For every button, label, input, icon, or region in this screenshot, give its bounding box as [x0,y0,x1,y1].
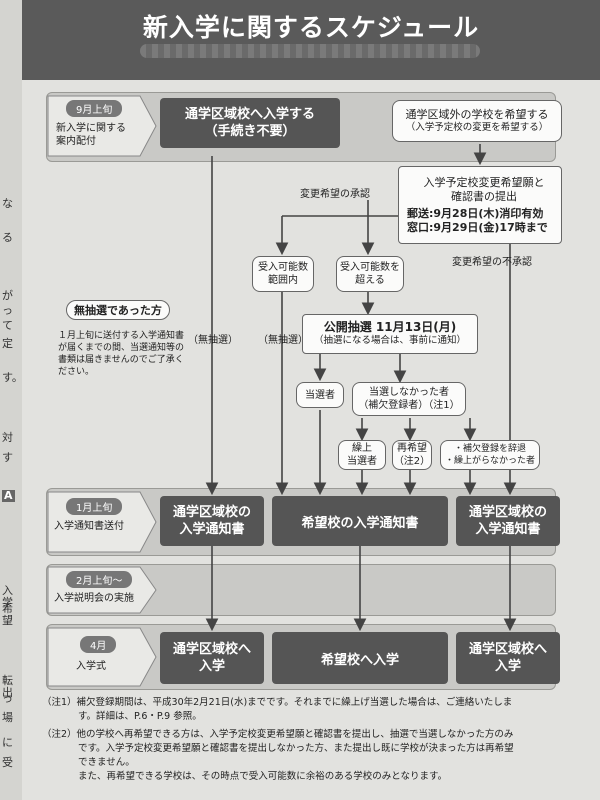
footnote-line: できません。 [78,757,135,768]
timeline-desc-february: 入学説明会の実施 [54,593,134,604]
box-text: 入学 [198,659,225,674]
box-text: 受入可能数 [258,262,308,273]
page-title: 新入学に関するスケジュール [142,13,480,42]
loser-box: 当選しなかった者 （補欠登録者）（注1） [352,382,466,416]
disapprove-label: 変更希望の不承認 [452,257,532,268]
margin-char: す [2,451,13,464]
note-line: １月上旬に送付する入学通知書 [58,331,185,341]
submission-box: 入学予定校変更希望願と 確認書の提出 郵送:9月28日(木)消印有効 窓口:9月… [398,166,562,244]
margin-char: っ [2,304,13,317]
declined-box: ・補欠登録を辞退 ・繰上がらなかった者 [440,440,540,470]
footnote-line: す。詳細は、P.6・P.9 参照。 [78,711,202,722]
timeline-tag-february: 2月上旬〜 [66,571,133,588]
box-text: 通学区域外の学校を希望する [405,108,549,121]
no-lottery-label-2: （無抽選） [258,335,308,346]
margin-char: 希望 [2,602,13,627]
timeline-desc-september: 新入学に関する 案内配付 [56,122,126,148]
enter-district-left: 通学区域校へ 入学 [160,632,264,684]
exceed-capacity-box: 受入可能数を 超える [336,256,404,292]
margin-char: る [2,231,13,244]
box-text: （補欠登録者）（注1） [358,400,460,411]
box-text: 受入可能数を [340,262,400,273]
footnote-1: （注1）補欠登録期間は、平成30年2月21日(水)までです。それまでに繰上げ当選… [42,696,594,724]
box-text: 超える [355,275,385,286]
rehope-box: 再希望 （注2） [392,440,432,470]
footnote-2: （注2）他の学校へ再希望できる方は、入学予定校変更希望願と確認書を提出し、抽選で… [42,728,594,784]
note-line: 書類は届きませんのでご了承く [58,355,184,365]
box-text: 通学区域校へ入学する [184,107,315,122]
box-text: 通学区域校へ [172,642,251,657]
box-text: 当選しなかった者 [369,387,449,398]
timeline-desc-line: 新入学に関する [56,123,126,134]
timeline-tag-april: 4月 [80,636,117,653]
margin-char: す。 [2,371,23,384]
no-lottery-label-1: （無抽選） [188,335,238,346]
hope-school-notice: 希望校の入学通知書 [272,496,448,546]
margin-char: 定 [2,337,13,350]
box-text: 確認書の提出 [451,189,517,203]
enter-district-right: 通学区域校へ 入学 [456,632,560,684]
move-up-winner-box: 繰上 当選者 [338,440,386,470]
footnote-line: です。入学予定校変更希望願と確認書を提出しなかった方、また提出し既に学校が決まっ… [78,743,514,754]
margin-char: な [2,197,13,210]
box-text: ・補欠登録を辞退 [453,444,526,454]
margin-char: っ [2,692,13,705]
counter-deadline: 窓口:9月29日(金)17時まで [407,220,548,234]
pencil-decoration [140,44,480,58]
margin-char: 対 [2,431,13,444]
no-lottery-note-body: １月上旬に送付する入学通知書 が届くまでの間、当選通知等の 書類は届きませんので… [58,330,188,378]
margin-char: 場 [2,711,13,724]
winner-box: 当選者 [296,382,344,408]
header-band [22,0,600,80]
box-text: 入学予定校変更希望願と [423,175,545,189]
box-text: 入学 [494,659,521,674]
margin-char: A [2,489,15,502]
margin-char: 転出 [2,674,13,699]
margin-char: に [2,736,13,749]
box-text: 繰上 [352,443,372,454]
note-line: が届くまでの間、当選通知等の [58,343,185,353]
box-text: （手続き不要） [204,124,296,139]
timeline-desc-line: 案内配付 [56,136,96,147]
enter-hope-school: 希望校へ入学 [272,632,448,684]
margin-char: 受 [2,756,13,769]
note-line: ださい。 [58,367,95,377]
lottery-box: 公開抽選 11月13日(月) （抽選になる場合は、事前に通知） [302,314,478,354]
box-text: 通学区域校へ [468,642,547,657]
footnote-line: また、再希望できる学校は、その時点で受入可能数に余裕のある学校のみとなります。 [78,771,448,782]
district-notice-left: 通学区域校の 入学通知書 [160,496,264,546]
out-district-box: 通学区域外の学校を希望する （入学予定校の変更を希望する） [392,100,562,142]
box-text: 通学区域校の [172,505,251,520]
timeline-tag-september: 9月上旬 [66,100,123,117]
within-capacity-box: 受入可能数 範囲内 [252,256,314,292]
box-text: 再希望 [397,443,427,454]
box-text: （入学予定校の変更を希望する） [405,122,549,133]
lottery-date: 公開抽選 11月13日(月) [323,320,457,334]
box-text: ・繰上がらなかった者 [444,456,535,466]
mail-deadline: 郵送:9月28日(木)消印有効 [407,206,544,220]
box-text: （抽選になる場合は、事前に通知） [313,335,466,346]
footnote-line: （注1）補欠登録期間は、平成30年2月21日(水)までです。それまでに繰上げ当選… [42,697,513,708]
box-text: （注2） [393,456,431,467]
timeline-desc-april: 入学式 [76,661,106,672]
no-lottery-note-title: 無抽選であった方 [66,300,170,320]
margin-char: 入学 [2,584,13,609]
timeline-tag-january: 1月上旬 [66,498,123,515]
footnote-line: （注2）他の学校へ再希望できる方は、入学予定校変更希望願と確認書を提出し、抽選で… [42,729,514,740]
box-text: 当選者 [347,456,377,467]
margin-char: が [2,289,13,302]
in-district-box: 通学区域校へ入学する （手続き不要） [160,98,340,148]
district-notice-right: 通学区域校の 入学通知書 [456,496,560,546]
box-text: 入学通知書 [179,522,245,537]
box-text: 入学通知書 [475,522,541,537]
box-text: 通学区域校の [468,505,547,520]
box-text: 範囲内 [268,275,298,286]
timeline-desc-january: 入学通知書送付 [54,521,124,532]
margin-char: て [2,319,13,332]
approve-label: 変更希望の承認 [300,189,370,200]
